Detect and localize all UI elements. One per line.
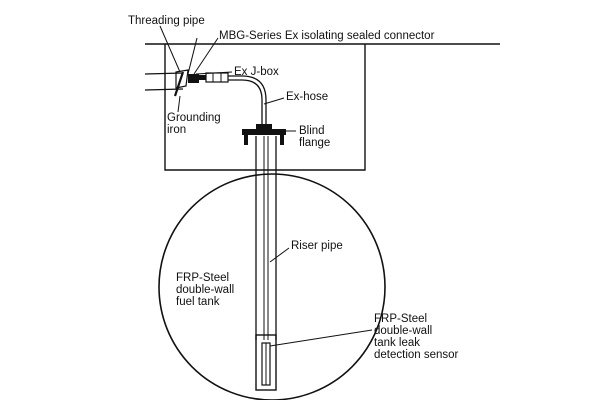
leak-detection-sensor <box>255 334 277 391</box>
label-sensor-line2: double-wall <box>374 325 432 337</box>
blind-flange <box>242 124 286 145</box>
ex-hose <box>228 75 267 126</box>
label-blind-flange-line2: flange <box>299 137 330 149</box>
label-sensor-line3: tank leak <box>374 337 420 349</box>
label-fuel-tank-line2: double-wall <box>176 284 234 296</box>
riser-pipe <box>255 136 277 340</box>
isolating-sealed-connector <box>175 69 199 89</box>
label-threading-pipe: Threading pipe <box>128 15 205 27</box>
label-sensor-line1: FRP-Steel <box>374 313 427 325</box>
fuel-tank <box>158 173 386 400</box>
leader-lines <box>159 25 373 347</box>
label-fuel-tank-line3: fuel tank <box>176 296 220 308</box>
label-ex-hose: Ex-hose <box>286 91 328 103</box>
grounding-iron <box>173 71 185 97</box>
ex-jbox <box>199 72 229 83</box>
label-grounding-line1: Grounding <box>167 112 221 124</box>
label-sensor-line4: detection sensor <box>374 349 459 361</box>
label-blind-flange-line1: Blind <box>299 125 325 137</box>
label-fuel-tank-line1: FRP-Steel <box>176 272 229 284</box>
label-grounding-line2: iron <box>167 124 186 136</box>
label-riser-pipe: Riser pipe <box>291 240 343 252</box>
label-isolating-sealed-connector: MBG-Series Ex isolating sealed connector <box>219 30 435 42</box>
label-ex-jbox: Ex J-box <box>234 66 279 78</box>
manhole-pit-box <box>164 44 366 171</box>
